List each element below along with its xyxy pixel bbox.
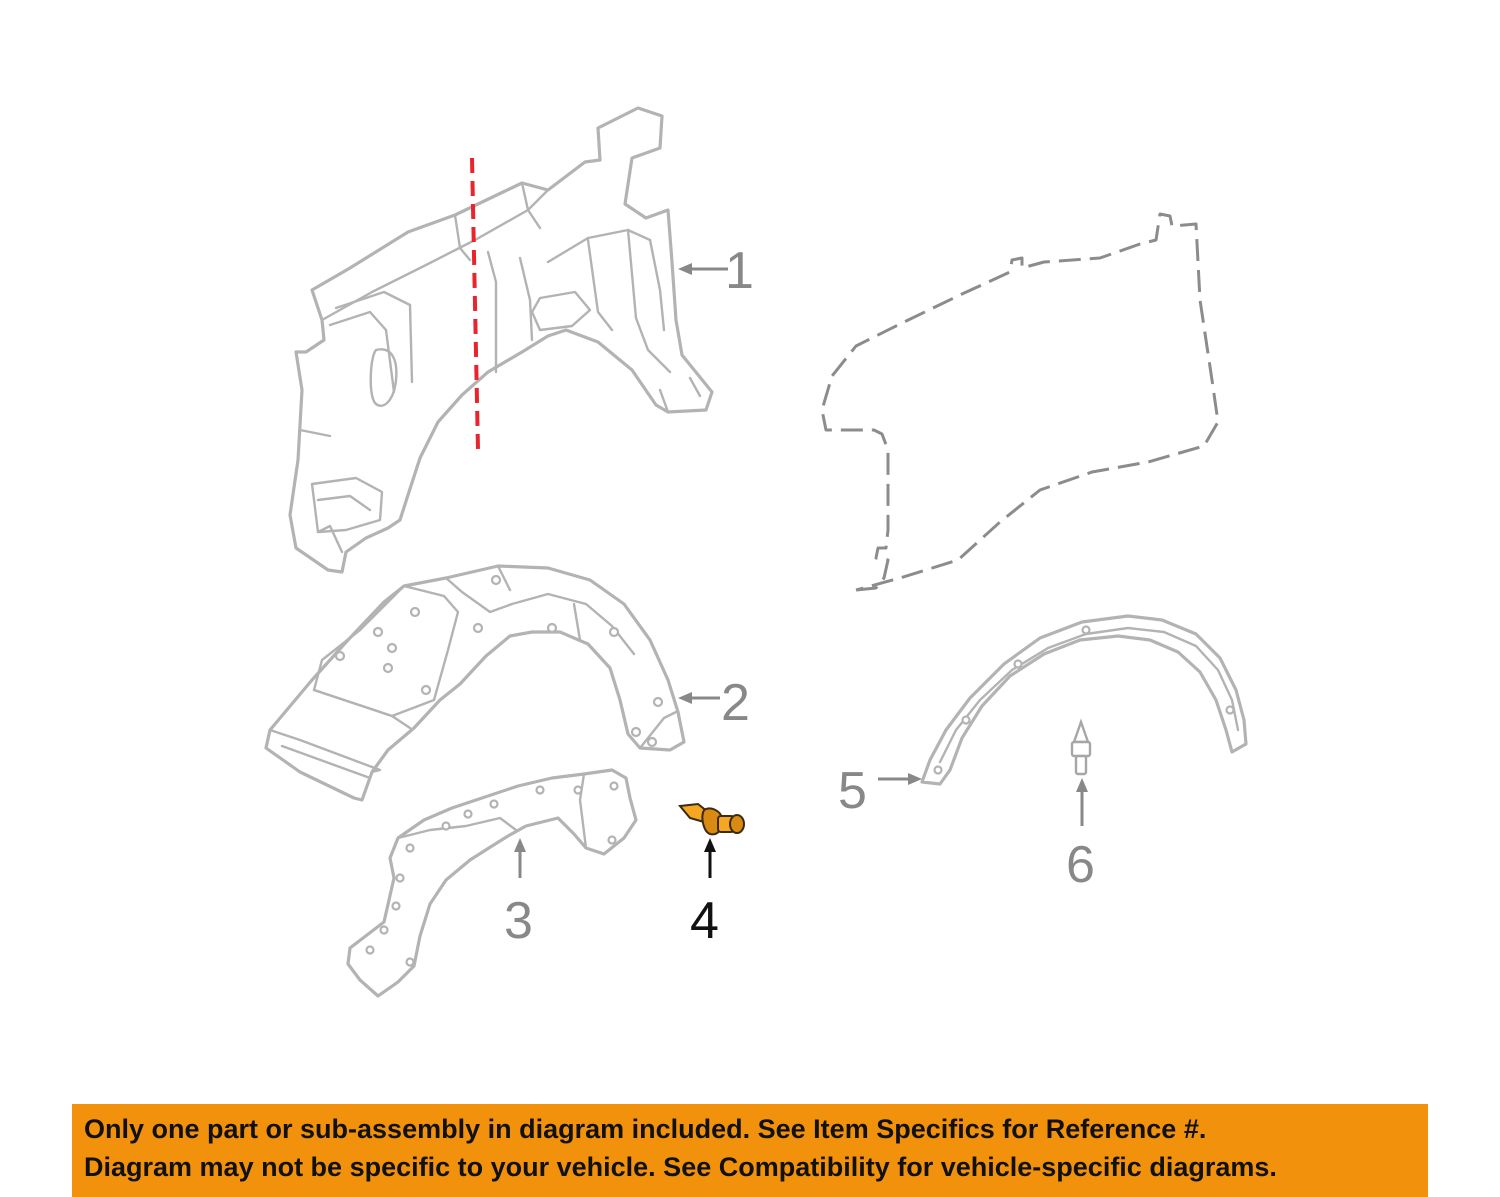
part-1-inner-structure bbox=[288, 106, 714, 574]
callout-6: 6 bbox=[1066, 778, 1095, 894]
part-3-splash-shield bbox=[346, 768, 638, 998]
callout-3-number: 3 bbox=[504, 892, 533, 950]
callout-4: 4 bbox=[690, 838, 719, 950]
part-6-molding-retainer bbox=[1070, 718, 1092, 776]
callout-2: 2 bbox=[678, 674, 750, 732]
outer-fender-outline bbox=[820, 212, 1220, 592]
part-2-fender-liner bbox=[264, 564, 686, 802]
callout-6-number: 6 bbox=[1066, 836, 1095, 894]
callout-4-number: 4 bbox=[690, 892, 719, 950]
disclaimer-banner: Only one part or sub-assembly in diagram… bbox=[72, 1104, 1428, 1197]
disclaimer-line-1: Only one part or sub-assembly in diagram… bbox=[84, 1114, 1207, 1144]
parts-diagram: 1 2 3 4 5 6 bbox=[264, 106, 1248, 998]
callout-1-number: 1 bbox=[725, 242, 754, 300]
disclaimer-line-2: Diagram may not be specific to your vehi… bbox=[84, 1152, 1277, 1182]
callout-2-number: 2 bbox=[721, 674, 750, 732]
callout-1: 1 bbox=[678, 242, 754, 300]
part-4-liner-clip bbox=[678, 802, 745, 836]
reference-line bbox=[470, 157, 480, 451]
callout-3: 3 bbox=[504, 838, 533, 950]
part-5-wheel-opening-molding bbox=[920, 614, 1248, 786]
callout-5-number: 5 bbox=[838, 762, 867, 820]
callout-5: 5 bbox=[838, 762, 922, 820]
